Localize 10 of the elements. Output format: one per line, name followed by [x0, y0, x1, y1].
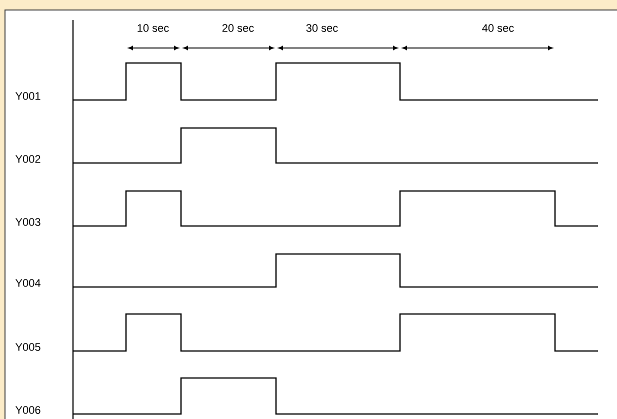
time-label: 20 sec — [222, 24, 254, 32]
time-label: 10 sec — [138, 24, 169, 32]
time-label: 30 sec — [306, 24, 338, 32]
signal-label: Y002 — [15, 155, 40, 163]
signal-label: Y003 — [15, 218, 40, 226]
signal-label: Y006 — [15, 406, 40, 414]
signal-label: Y001 — [15, 92, 40, 100]
signal-label: Y004 — [15, 279, 40, 287]
signal-label: Y005 — [15, 343, 40, 351]
time-label: 40 sec — [482, 24, 514, 32]
